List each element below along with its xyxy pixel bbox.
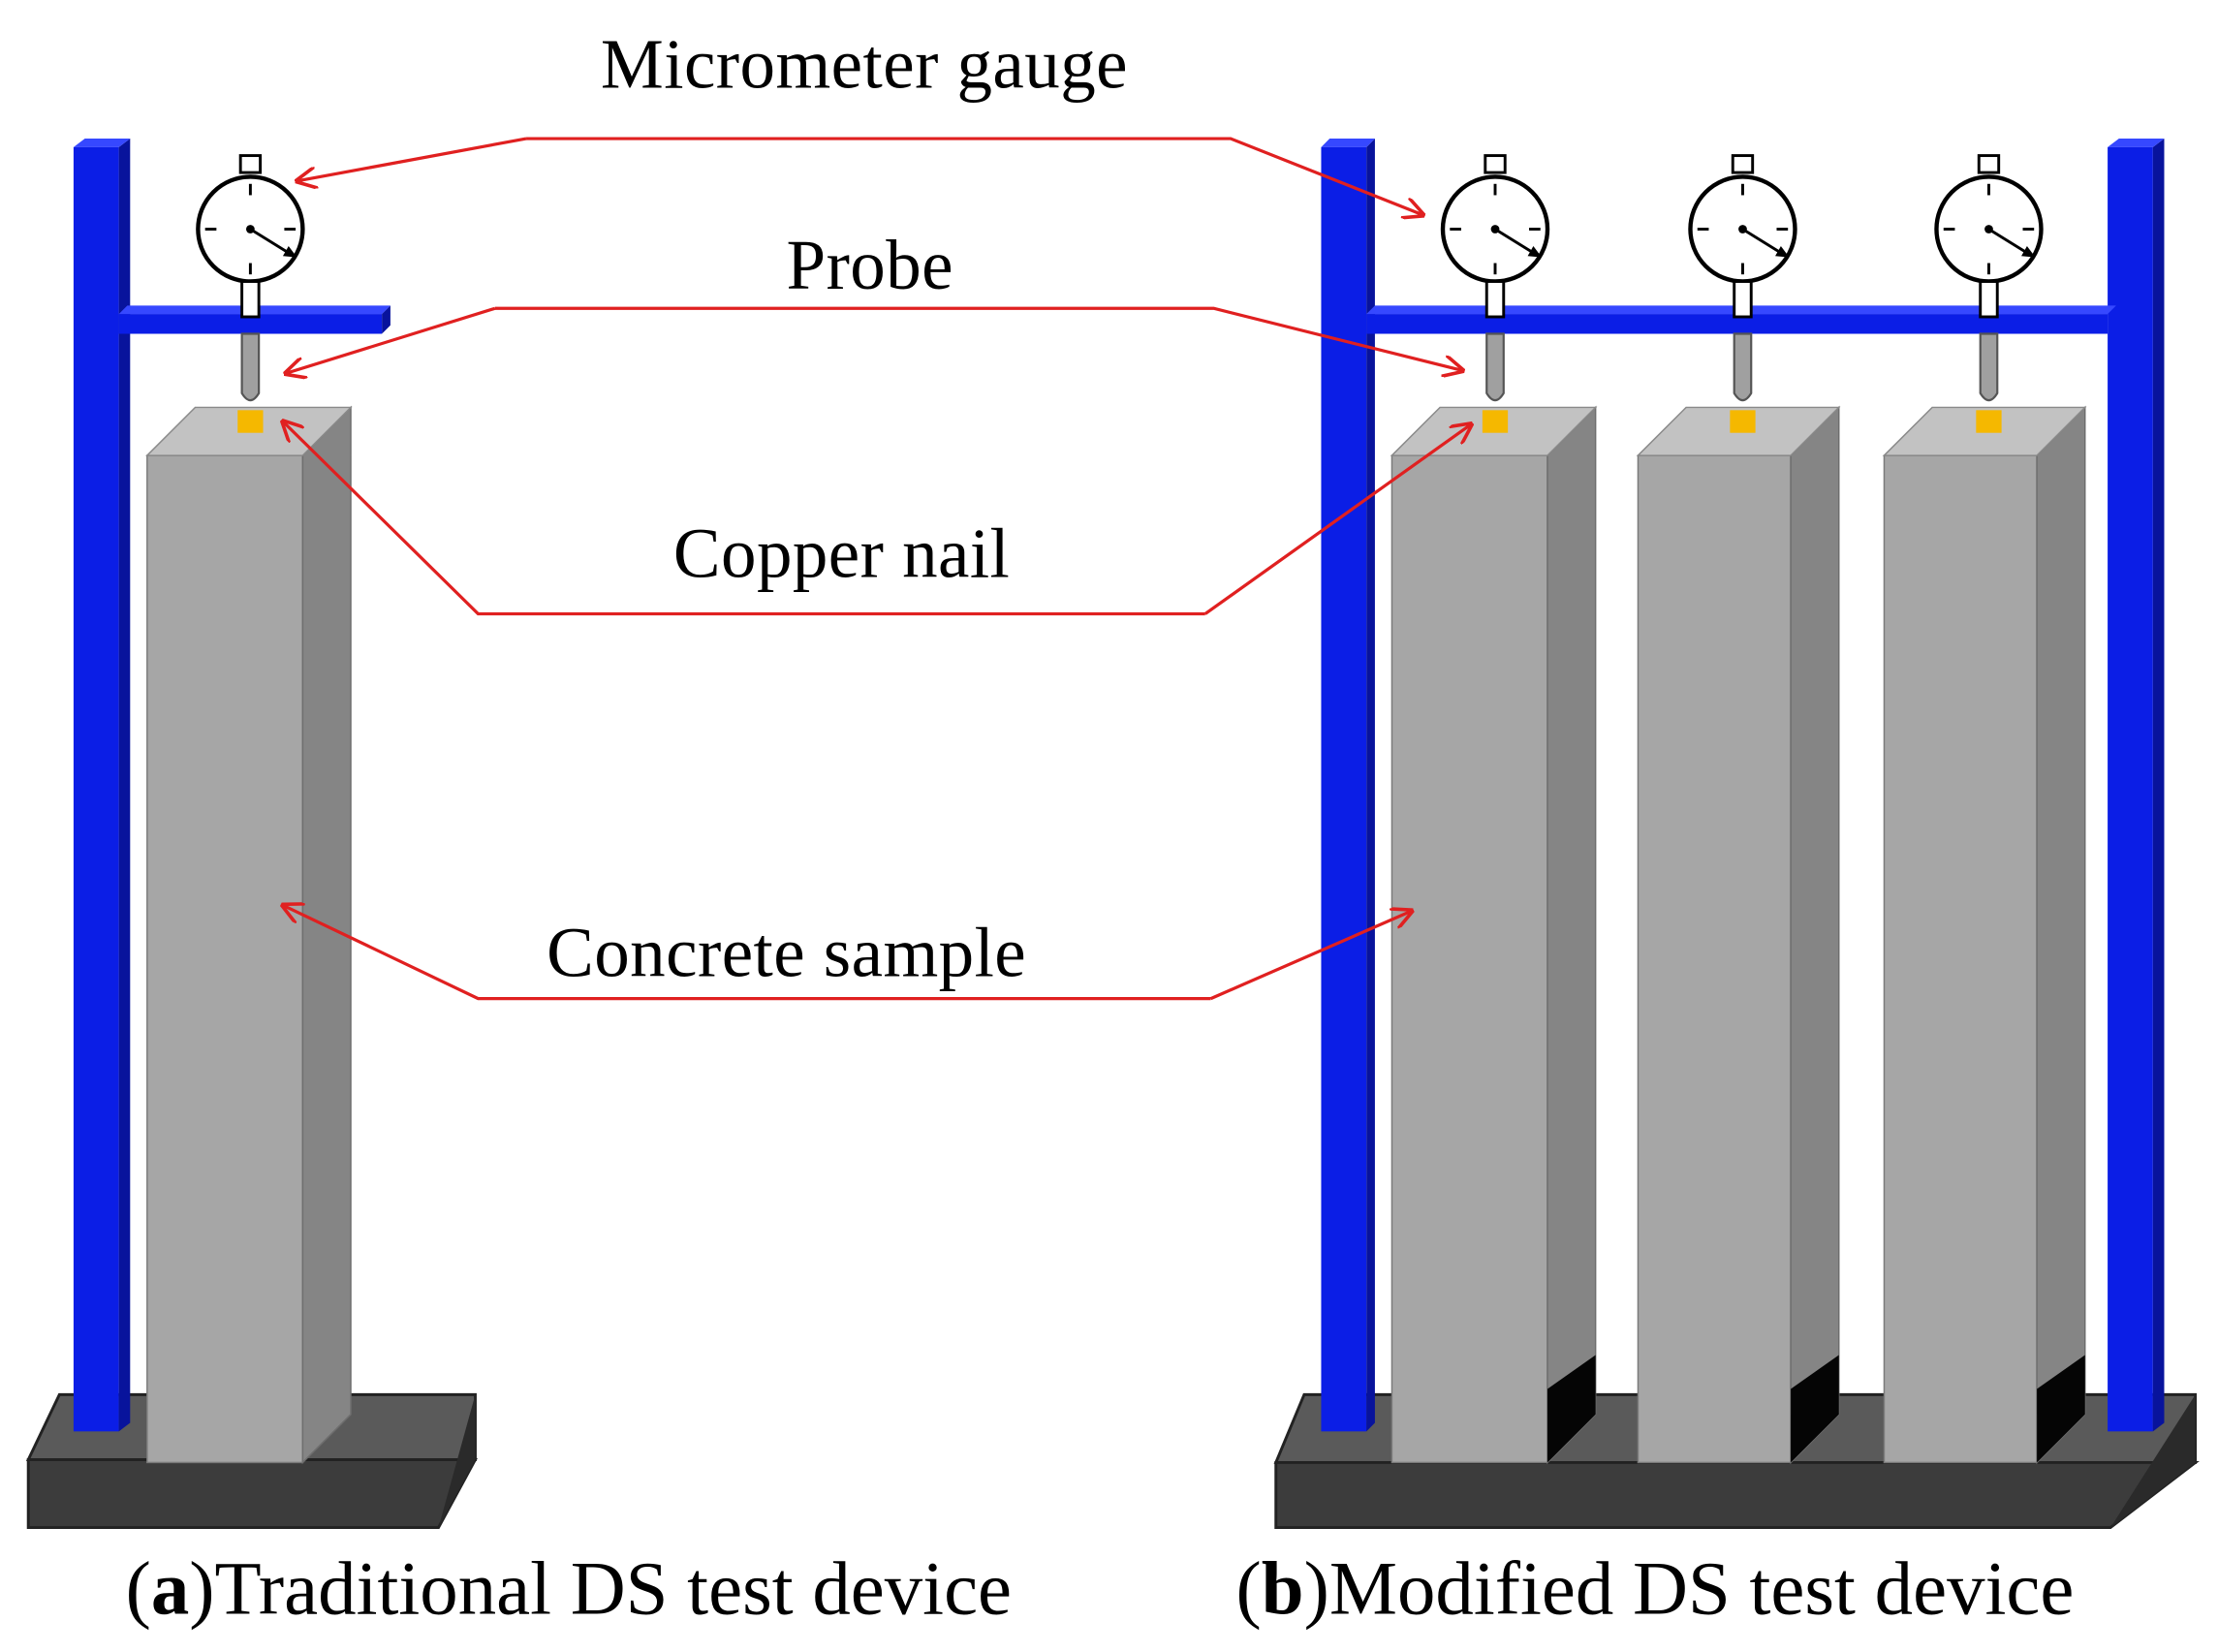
copper-nail-a [237,410,264,433]
concrete-sample-b2 [1636,405,1841,1465]
concrete-sample-b1 [1390,405,1598,1465]
caption-b-letter: b [1261,1545,1304,1632]
probe-b3 [1979,332,1999,402]
caption-b-open: ( [1235,1545,1262,1632]
caption-b-close: ) [1303,1545,1329,1632]
caption-a-close: ) [189,1545,215,1632]
micrometer-gauge-b1 [1440,154,1550,319]
probe-b1 [1485,332,1505,402]
traditional-device [25,139,478,1530]
leader-concrete-to-b [1209,911,1412,1001]
probe-b2 [1733,332,1753,402]
frame-post-b-right [2108,139,2165,1432]
micrometer-gauge-b2 [1688,154,1797,319]
copper-nail-b1 [1482,410,1509,433]
base-plate-a [25,1392,478,1530]
micrometer-gauge-b3 [1934,154,2044,319]
leader-copper-nail-to-b [1203,424,1471,615]
leader-micrometer-to-b [526,137,1423,215]
probe-a [240,332,261,402]
copper-nail-b2 [1730,410,1756,433]
leader-lines [283,137,1471,1001]
frame-post-b-left [1321,139,1375,1432]
copper-nail-b3 [1976,410,2002,433]
label-concrete-sample: Concrete sample [547,912,1027,992]
leader-probe-to-b [494,306,1463,370]
caption-a-open: ( [125,1545,151,1632]
leader-copper-nail-to-a [283,421,1205,616]
leader-concrete-to-a [283,905,1211,1001]
caption-a-letter: a [150,1545,190,1632]
micrometer-gauge-a [196,154,305,319]
leader-micrometer-to-a [297,137,527,181]
caption-b-text: Modified DS test device [1328,1545,2075,1632]
label-probe: Probe [786,225,954,304]
label-micrometer-gauge: Micrometer gauge [600,23,1128,104]
label-copper-nail: Copper nail [672,513,1011,593]
concrete-sample-b3 [1882,405,2087,1465]
leader-probe-to-a [286,306,496,373]
caption-a-text: Traditional DS test device [214,1545,1013,1632]
modified-device [1273,139,2200,1530]
concrete-sample-a [145,405,353,1465]
caption-b: (b)Modified DS test device [1236,1550,2075,1627]
frame-post-a [73,139,131,1432]
caption-a: (a)Traditional DS test device [126,1550,1012,1627]
